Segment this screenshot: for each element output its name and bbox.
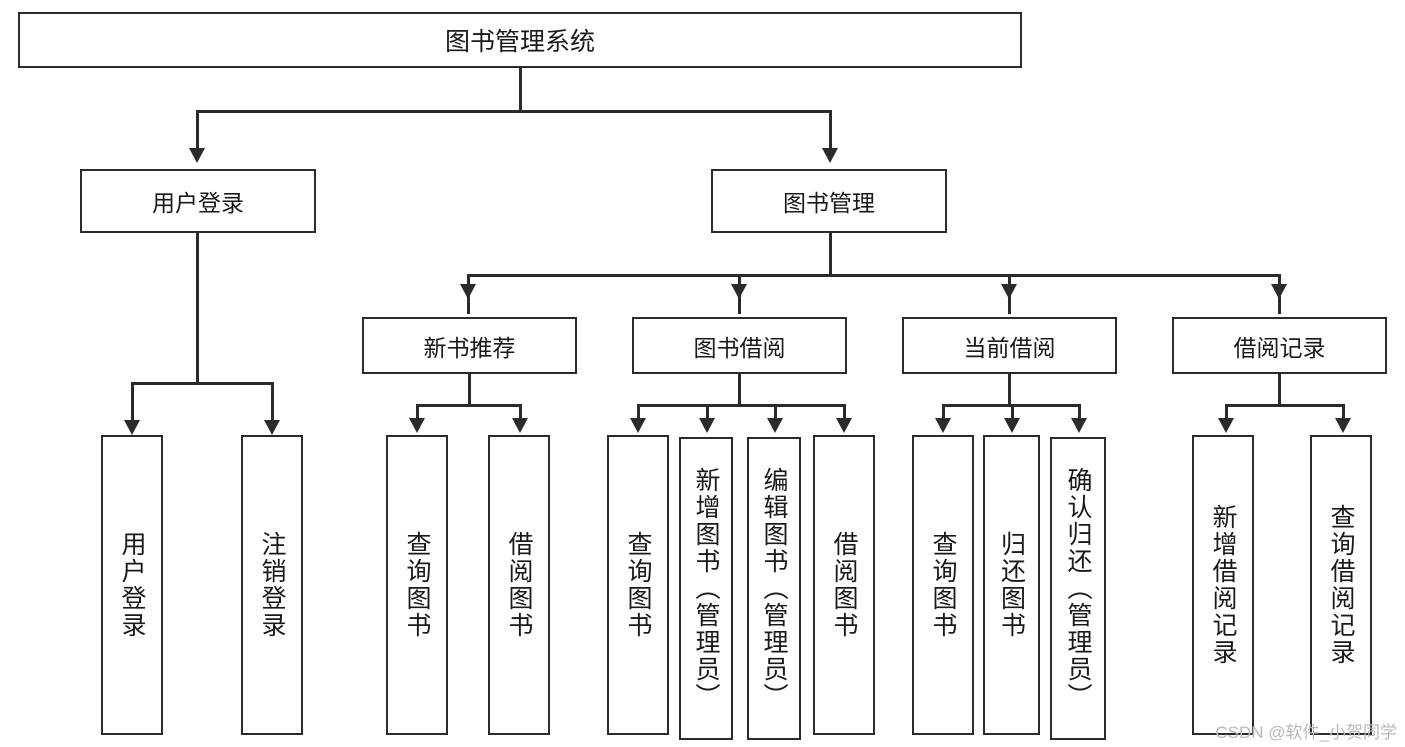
arrowhead-nbr-1	[409, 418, 425, 433]
connector-drop-bb-3	[774, 404, 777, 424]
connector-stem-book-borrow	[738, 374, 741, 406]
connector-stem-user-login	[196, 233, 199, 384]
connector-drop-cb-3	[1078, 404, 1081, 424]
leaf-label: 用户登录	[118, 531, 146, 639]
connector-bus-level3	[467, 274, 1279, 277]
arrowhead-book-mgmt	[822, 148, 838, 163]
arrowhead-bb-3	[767, 418, 783, 433]
connector-drop-leaf-user-login	[131, 382, 134, 422]
connector-bus-user-login	[131, 382, 273, 385]
leaf-query-book-cb[interactable]: 查询图书	[912, 435, 974, 735]
arrowhead-br-2	[1335, 418, 1351, 433]
connector-bus-book-borrow	[637, 404, 845, 407]
connector-drop-bb-2	[706, 404, 709, 424]
arrowhead-borrow-record	[1271, 284, 1287, 299]
leaf-query-book-nbr[interactable]: 查询图书	[386, 435, 448, 735]
arrowhead-nbr-2	[512, 418, 528, 433]
arrowhead-bb-2	[699, 418, 715, 433]
node-book-borrow[interactable]: 图书借阅	[632, 317, 847, 374]
leaf-label: 查询图书	[929, 531, 957, 639]
arrowhead-new-book-rec	[460, 284, 476, 299]
connector-drop-cb-1	[942, 404, 945, 424]
leaf-query-book-bb[interactable]: 查询图书	[607, 435, 669, 735]
connector-stem-borrow-record	[1278, 374, 1281, 406]
leaf-label: 编辑图书（管理员）	[760, 467, 788, 710]
leaf-add-borrow-record[interactable]: 新增借阅记录	[1192, 435, 1254, 735]
leaf-label: 注销登录	[258, 531, 286, 639]
arrowhead-cb-2	[1004, 418, 1020, 433]
connector-drop-bb-1	[637, 404, 640, 424]
arrowhead-bb-1	[630, 418, 646, 433]
connector-stem-book-mgmt	[829, 233, 832, 276]
connector-drop-cb-2	[1011, 404, 1014, 424]
connector-drop-user-login	[196, 110, 199, 150]
node-new-book-recommend[interactable]: 新书推荐	[362, 317, 577, 374]
node-label: 当前借阅	[963, 334, 1056, 361]
arrowhead-cb-1	[935, 418, 951, 433]
node-label: 借阅记录	[1233, 334, 1326, 361]
leaf-confirm-return-admin[interactable]: 确认归还（管理员）	[1050, 437, 1106, 740]
connector-bus-new-book-rec	[416, 404, 521, 407]
arrowhead-user-login	[189, 148, 205, 163]
connector-drop-book-mgmt	[829, 110, 832, 150]
connector-drop-nbr-2	[519, 404, 522, 424]
leaf-borrow-book-bb[interactable]: 借阅图书	[813, 435, 875, 735]
connector-drop-nbr-1	[416, 404, 419, 424]
leaf-label: 新增图书（管理员）	[692, 467, 720, 710]
connector-bus-borrow-record	[1225, 404, 1342, 407]
arrowhead-current-borrow	[1001, 284, 1017, 299]
node-root-system[interactable]: 图书管理系统	[18, 12, 1022, 68]
node-label: 图书管理系统	[444, 28, 595, 56]
leaf-borrow-book-nbr[interactable]: 借阅图书	[488, 435, 550, 735]
arrowhead-bb-4	[836, 418, 852, 433]
leaf-label: 查询图书	[624, 531, 652, 639]
node-current-borrow[interactable]: 当前借阅	[902, 317, 1117, 374]
leaf-label: 归还图书	[997, 531, 1026, 639]
connector-stem-new-book-rec	[468, 374, 471, 406]
connector-root-bus	[196, 110, 832, 113]
leaf-label: 新增借阅记录	[1209, 504, 1237, 666]
connector-root-stem	[519, 68, 522, 112]
node-label: 新书推荐	[423, 334, 516, 361]
connector-drop-leaf-logout	[271, 382, 274, 422]
node-user-login[interactable]: 用户登录	[80, 169, 316, 233]
arrowhead-br-1	[1218, 418, 1234, 433]
connector-drop-br-1	[1225, 404, 1228, 424]
arrowhead-leaf-logout	[264, 420, 280, 435]
node-label: 图书管理	[783, 190, 875, 216]
arrowhead-leaf-user-login	[124, 420, 140, 435]
leaf-logout[interactable]: 注销登录	[241, 435, 303, 735]
leaf-user-login[interactable]: 用户登录	[101, 435, 163, 735]
connector-drop-bb-4	[843, 404, 846, 424]
node-label: 图书借阅	[693, 334, 786, 361]
arrowhead-book-borrow	[731, 284, 747, 299]
leaf-query-borrow-record[interactable]: 查询借阅记录	[1310, 435, 1372, 735]
node-book-management[interactable]: 图书管理	[711, 169, 947, 233]
leaf-label: 确认归还（管理员）	[1064, 467, 1092, 710]
leaf-label: 借阅图书	[830, 531, 858, 639]
connector-stem-current-borrow	[1008, 374, 1011, 406]
node-borrow-record[interactable]: 借阅记录	[1172, 317, 1387, 374]
node-label: 用户登录	[152, 190, 244, 216]
leaf-edit-book-admin[interactable]: 编辑图书（管理员）	[747, 437, 801, 740]
connector-drop-br-2	[1342, 404, 1345, 424]
arrowhead-cb-3	[1071, 418, 1087, 433]
leaf-label: 查询借阅记录	[1327, 504, 1355, 666]
leaf-return-book[interactable]: 归还图书	[983, 435, 1040, 735]
leaf-add-book-admin[interactable]: 新增图书（管理员）	[679, 437, 733, 740]
leaf-label: 借阅图书	[505, 531, 533, 639]
leaf-label: 查询图书	[403, 531, 431, 639]
